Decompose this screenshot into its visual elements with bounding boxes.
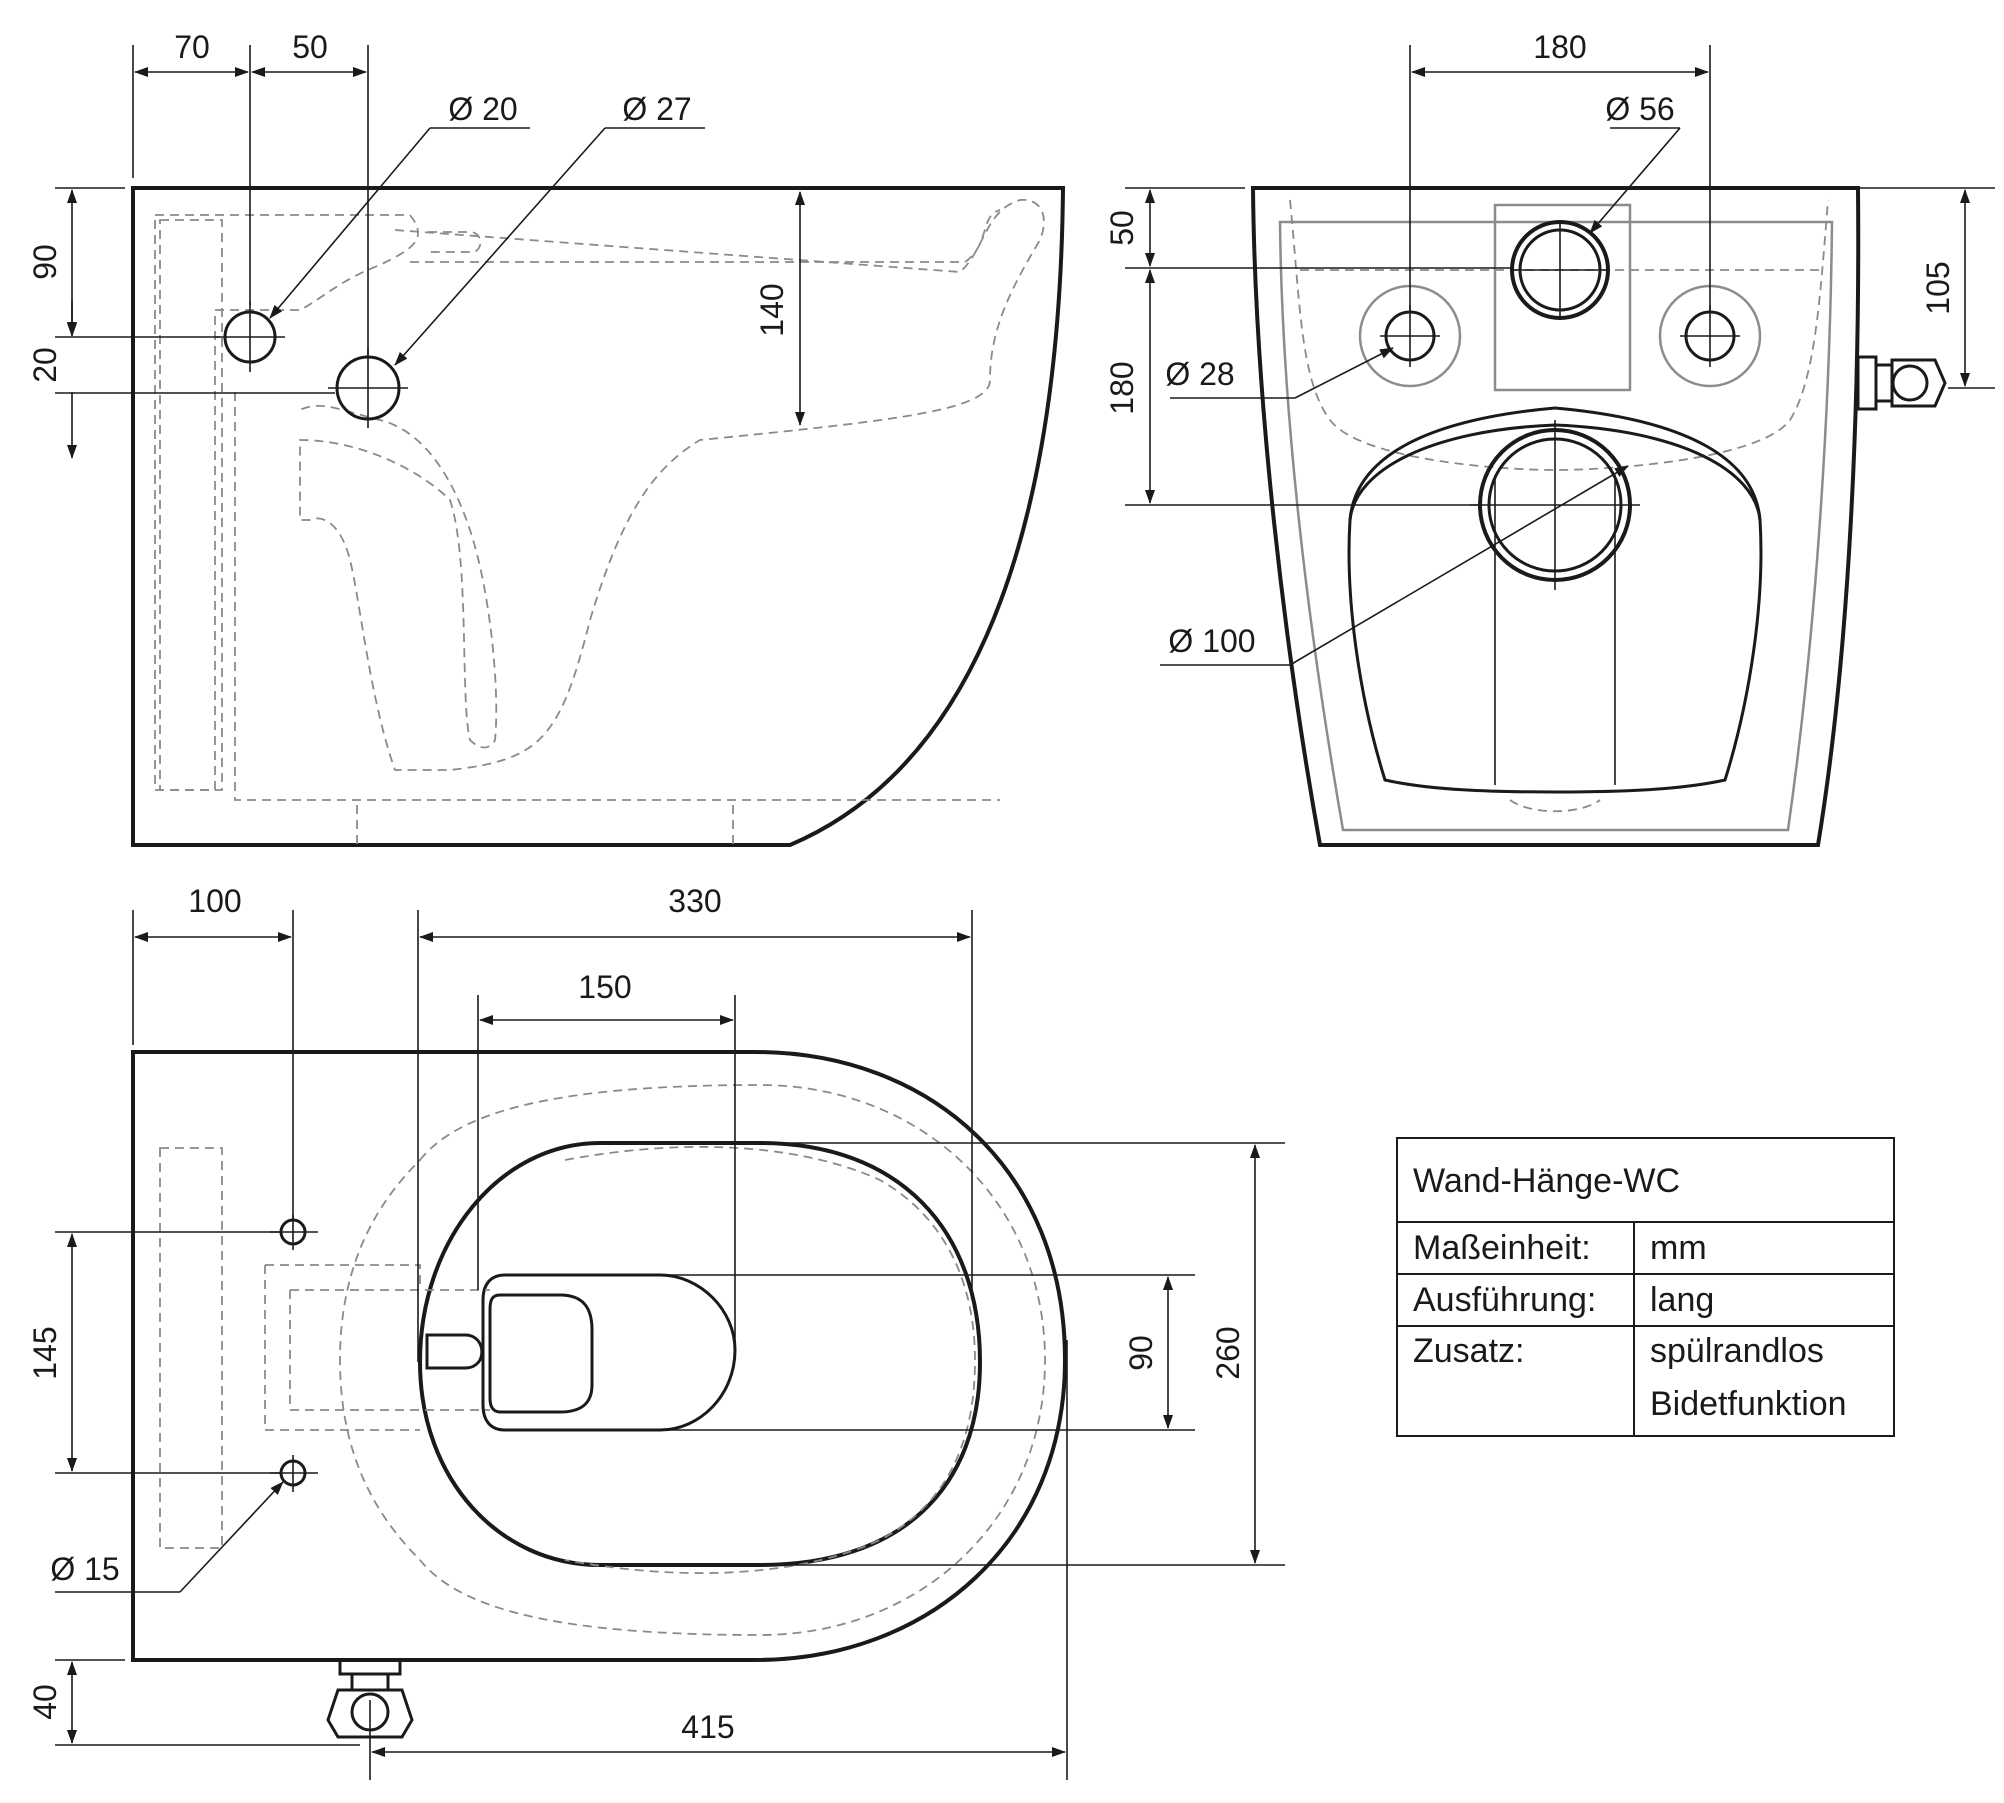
dim-front-50: 50 bbox=[1104, 210, 1140, 246]
info-table-label-extra: Zusatz: bbox=[1413, 1332, 1524, 1370]
info-table: Wand-Hänge-WC Maßeinheit: mm Ausführung:… bbox=[1396, 1137, 1895, 1437]
dim-front-d28: Ø 28 bbox=[1165, 356, 1234, 392]
front-view-hidden-rim bbox=[1289, 199, 1829, 471]
front-view-hole-56 bbox=[1510, 220, 1610, 320]
top-view-outline bbox=[131, 1050, 1068, 1662]
top-view-hole-15-bottom bbox=[270, 1455, 318, 1492]
info-table-title: Wand-Hänge-WC bbox=[1413, 1162, 1680, 1200]
side-view-hidden-outer bbox=[154, 214, 419, 791]
info-table-value-extra-1: spülrandlos bbox=[1650, 1332, 1824, 1370]
dim-front-180-top: 180 bbox=[1533, 29, 1586, 65]
info-table-value-version: lang bbox=[1650, 1281, 1714, 1319]
dim-top-145: 145 bbox=[27, 1326, 63, 1379]
dim-side-d20: Ø 20 bbox=[448, 91, 517, 127]
dim-front-d56: Ø 56 bbox=[1605, 91, 1674, 127]
info-table-value-unit: mm bbox=[1650, 1229, 1707, 1267]
dim-side-50: 50 bbox=[292, 29, 328, 65]
front-view-side-valve bbox=[1856, 355, 1947, 411]
front-view-bowl bbox=[1347, 406, 1763, 794]
front-view-flush-plate bbox=[1493, 203, 1632, 392]
side-view-hidden-inner-rim bbox=[410, 209, 1001, 263]
top-view-hidden-inner bbox=[564, 1145, 976, 1575]
dim-top-260: 260 bbox=[1210, 1326, 1246, 1379]
top-view: 100 330 150 145 90 260 Ø 15 40 bbox=[27, 883, 1285, 1780]
dim-top-40: 40 bbox=[27, 1684, 63, 1720]
top-view-bowl bbox=[417, 1141, 983, 1567]
dim-top-415: 415 bbox=[681, 1709, 734, 1745]
dim-side-20: 20 bbox=[27, 347, 63, 383]
dim-side-90: 90 bbox=[27, 244, 63, 280]
side-view-outline bbox=[131, 186, 1066, 847]
dim-side-d27: Ø 27 bbox=[622, 91, 691, 127]
side-view-hidden-bowl bbox=[234, 392, 1000, 801]
dim-top-100: 100 bbox=[188, 883, 241, 919]
top-view-hidden-rim bbox=[339, 1084, 1046, 1636]
front-view-outline bbox=[1250, 186, 1861, 847]
front-view-inner-grey bbox=[1278, 220, 1834, 832]
info-table-label-version: Ausführung: bbox=[1413, 1281, 1596, 1319]
side-view-hole-27 bbox=[328, 348, 408, 428]
side-view-hidden-trap bbox=[299, 199, 1045, 771]
top-view-outlet bbox=[481, 1273, 737, 1432]
side-view: 70 50 Ø 20 Ø 27 90 20 140 bbox=[27, 29, 1066, 847]
dim-front-105: 105 bbox=[1920, 261, 1956, 314]
side-view-hole-20 bbox=[215, 302, 285, 372]
dim-side-70: 70 bbox=[174, 29, 210, 65]
dim-front-180-vert: 180 bbox=[1104, 361, 1140, 414]
top-view-bidet bbox=[488, 1293, 594, 1414]
side-view-hidden-cistern bbox=[159, 219, 223, 791]
dim-top-330: 330 bbox=[668, 883, 721, 919]
front-view: 180 Ø 56 50 180 105 Ø 28 Ø 100 bbox=[1104, 29, 1995, 847]
top-view-hidden-cistern bbox=[159, 1147, 223, 1549]
dim-top-150: 150 bbox=[578, 969, 631, 1005]
dim-top-90: 90 bbox=[1123, 1335, 1159, 1371]
dim-top-d15: Ø 15 bbox=[50, 1551, 119, 1587]
info-table-label-unit: Maßeinheit: bbox=[1413, 1229, 1591, 1267]
dim-side-140: 140 bbox=[754, 283, 790, 336]
top-view-bidet-nozzle bbox=[425, 1333, 484, 1370]
top-view-hidden-pipe bbox=[264, 1264, 490, 1431]
dim-front-d100: Ø 100 bbox=[1168, 623, 1255, 659]
info-table-value-extra-2: Bidetfunktion bbox=[1650, 1385, 1847, 1423]
